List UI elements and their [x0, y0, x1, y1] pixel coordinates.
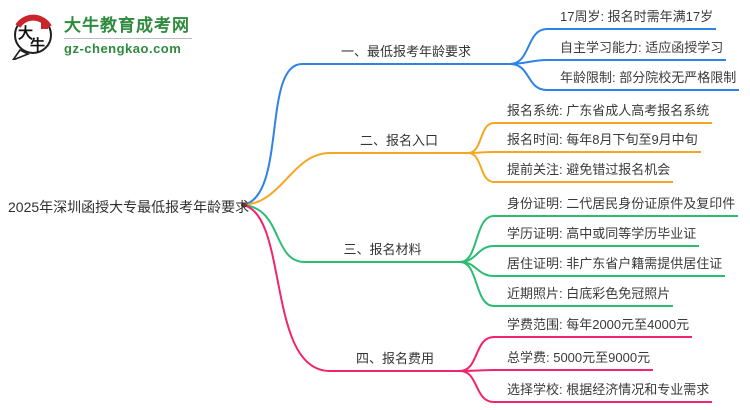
branch-node-4: 四、报名费用 [330, 350, 460, 372]
branch-2-connector [242, 152, 331, 206]
leaf-node-4-2: 总学费: 5000元至9000元 [493, 349, 654, 371]
cow-badge-icon: 大 牛 [12, 14, 52, 60]
badge-char-top: 大 [18, 24, 33, 42]
branch-3-child-4-connector [459, 261, 495, 307]
branch-node-3: 三、报名材料 [305, 241, 460, 263]
branch-4-child-1-connector [459, 336, 495, 372]
leaf-node-1-3: 年龄限制: 部分院校无严格限制 [546, 69, 740, 91]
leaf-node-4-3: 选择学校: 根据经济情况和专业需求 [493, 381, 713, 403]
speech-bubble-tail [12, 48, 30, 60]
leaf-node-2-2: 报名时间: 每年8月下旬至9月中旬 [493, 131, 701, 153]
logo-text-block: 大牛教育成考网 gz-chengkao.com [64, 16, 192, 56]
branch-2-child-3-connector [467, 152, 495, 183]
leaf-node-3-1: 身份证明: 二代居民身份证原件及复印件 [493, 195, 739, 217]
branch-2-child-1-connector [467, 122, 495, 154]
leaf-node-1-2: 自主学习能力: 适应函授学习 [546, 39, 727, 61]
site-name: 大牛教育成考网 [64, 16, 190, 35]
leaf-node-2-3: 提前关注: 避免错过报名机会 [493, 161, 674, 183]
logo-divider [64, 38, 192, 39]
leaf-node-3-4: 近期照片: 白底彩色免冠照片 [493, 285, 674, 307]
branch-1-child-1-connector [509, 28, 548, 65]
branch-node-2: 二、报名入口 [330, 132, 468, 154]
center-junction-dot [241, 202, 246, 208]
leaf-node-3-3: 居住证明: 非广东省户籍需提供居住证 [493, 255, 726, 277]
site-url: gz-chengkao.com [64, 41, 182, 56]
leaf-node-3-2: 学历证明: 高中或同等学历毕业证 [493, 225, 700, 247]
leaf-node-2-1: 报名系统: 广东省成人高考报名系统 [493, 102, 713, 124]
badge-char-bottom: 牛 [30, 36, 45, 54]
branch-1-connector [242, 63, 303, 206]
leaf-node-4-1: 学费范围: 每年2000元至4000元 [493, 316, 693, 338]
branch-4-connector [242, 204, 331, 372]
central-topic: 2025年深圳函授大专最低报考年龄要求 [8, 199, 250, 215]
site-logo[interactable]: 大 牛 大牛教育成考网 gz-chengkao.com [10, 12, 192, 60]
branch-4-child-3-connector [459, 370, 495, 403]
badge-seal [41, 21, 48, 29]
branch-1-child-3-connector [509, 63, 548, 91]
branch-3-connector [242, 204, 306, 263]
leaf-node-1-1: 17周岁: 报名时需年满17岁 [546, 8, 717, 30]
branch-node-1: 一、最低报考年龄要求 [302, 43, 510, 65]
